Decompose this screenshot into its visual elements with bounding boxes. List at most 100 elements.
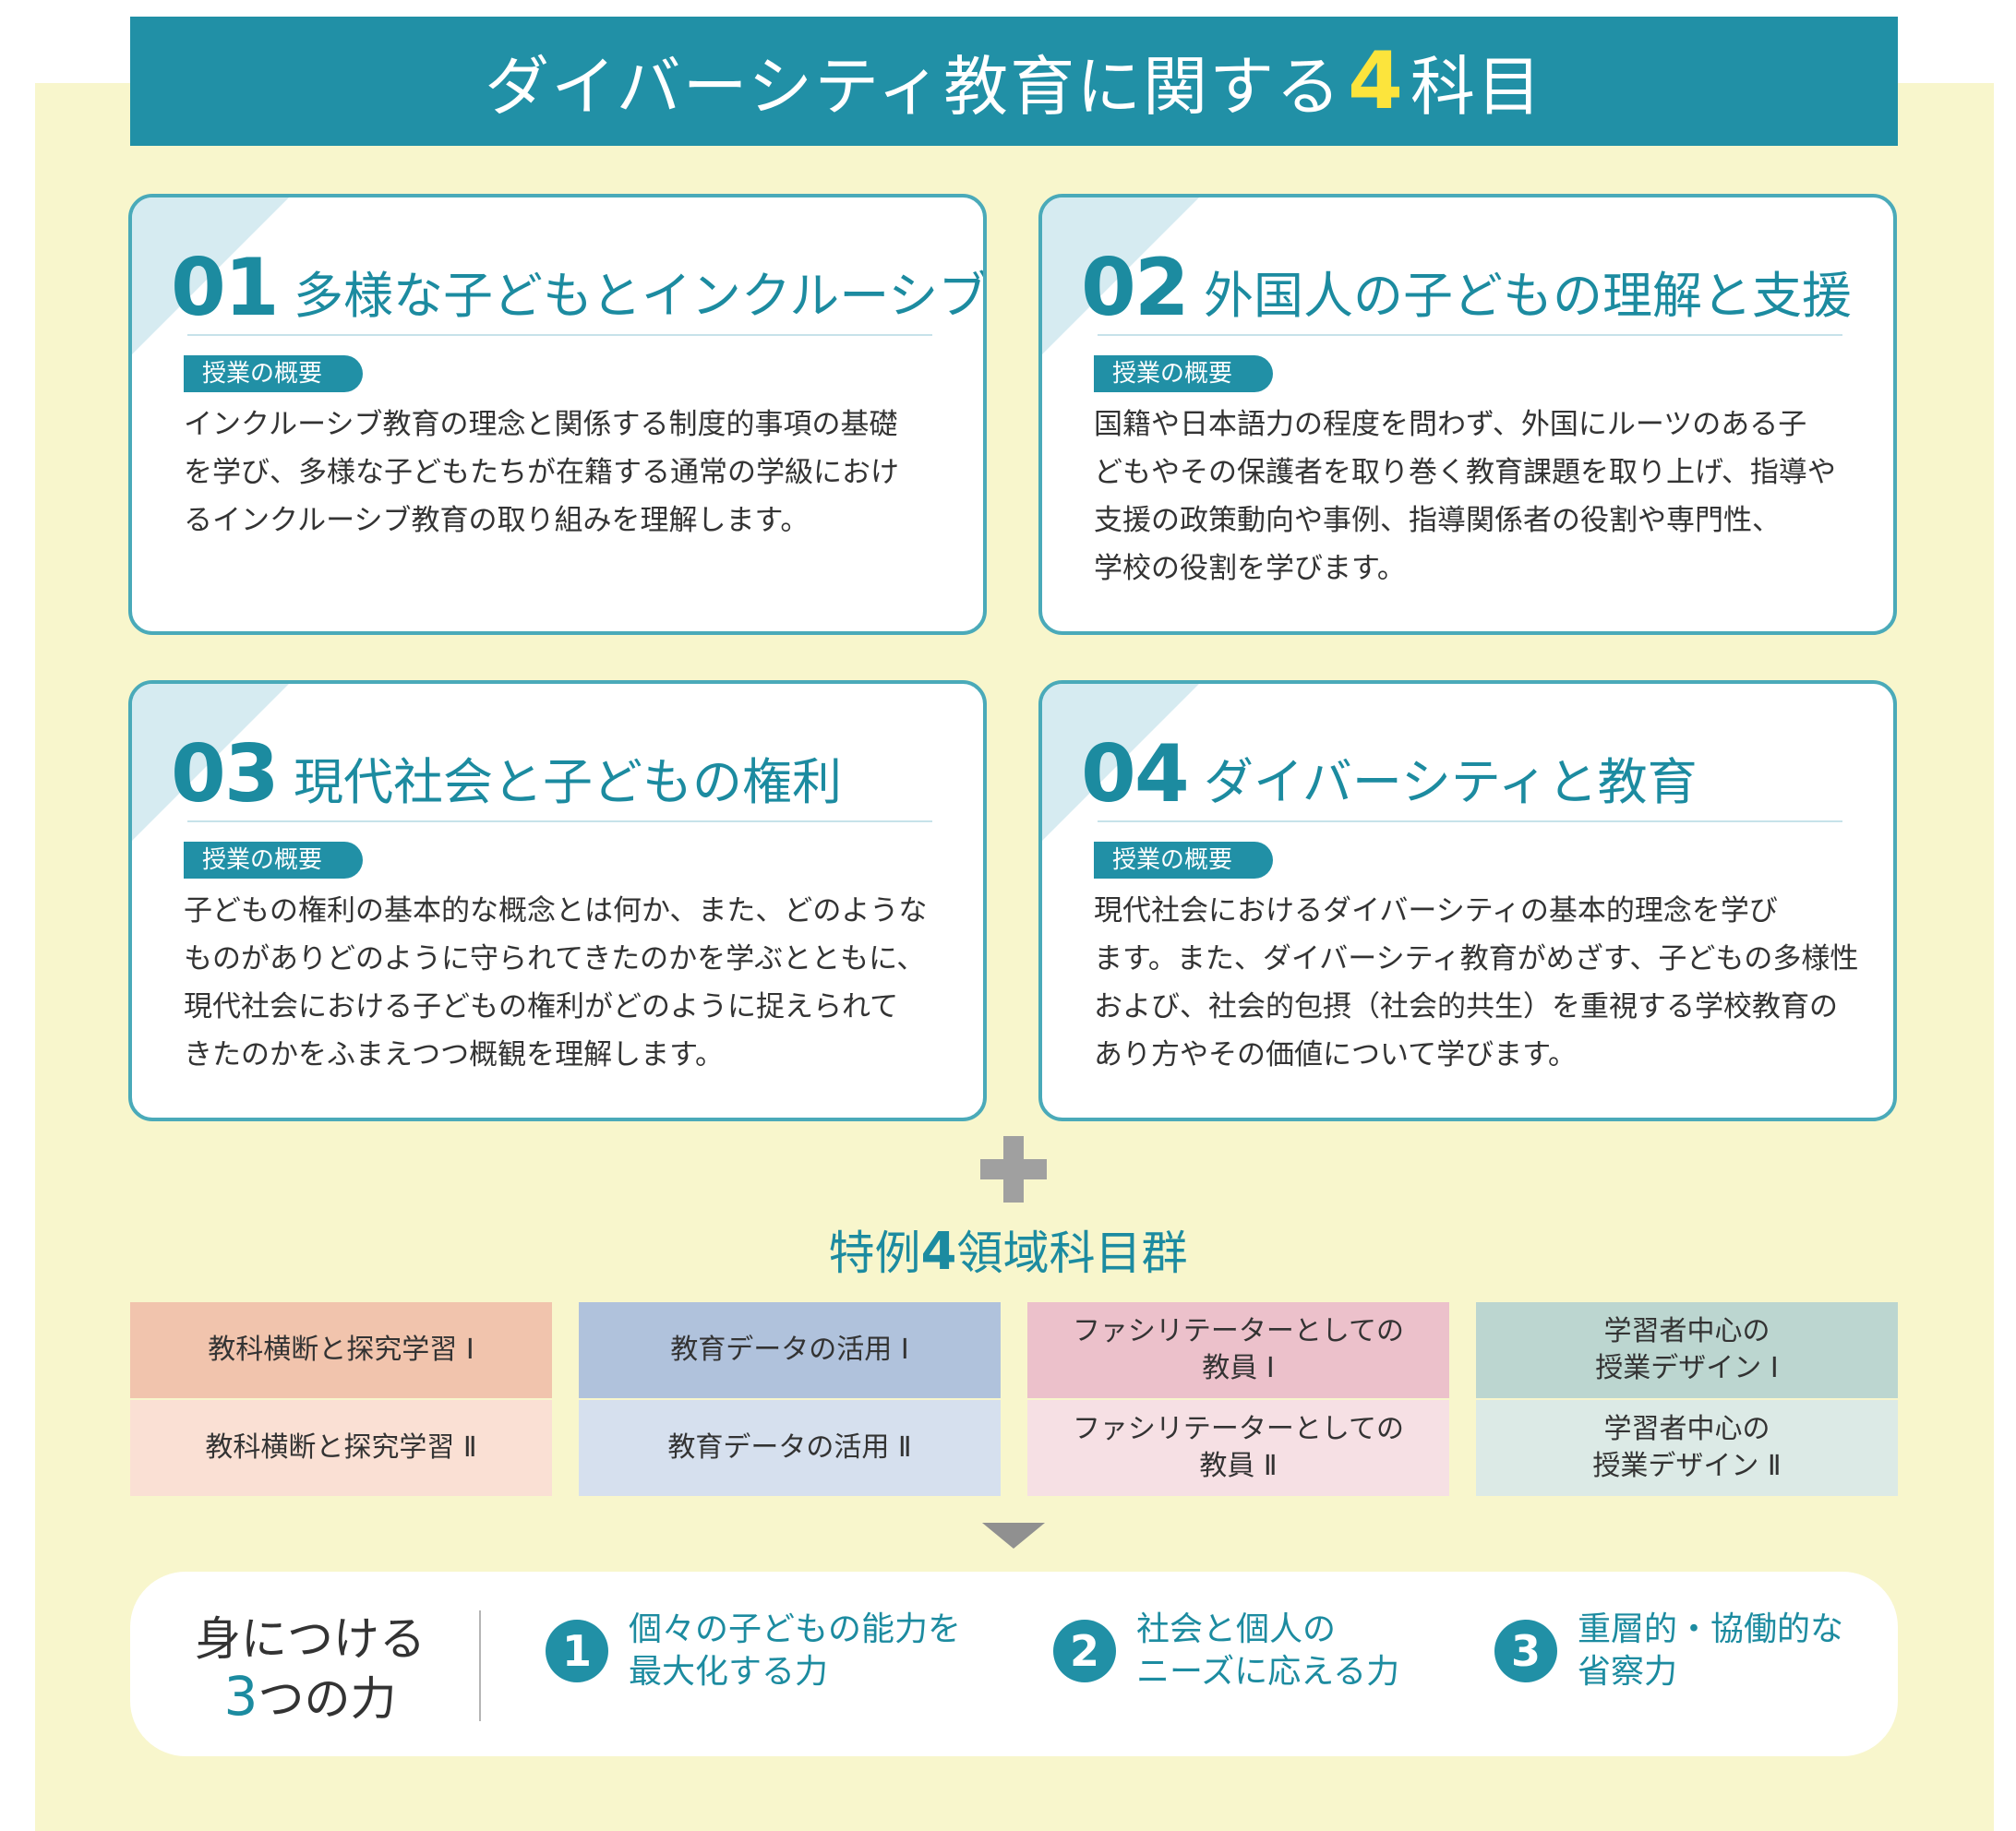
subject-grid: 教科横断と探究学習 Ⅰ 教科横断と探究学習 Ⅱ 教育データの活用 Ⅰ 教育データ… <box>130 1302 1898 1496</box>
subject-line: 学習者中心の <box>1603 1413 1770 1445</box>
ability-line: ニーズに応える力 <box>1136 1653 1400 1691</box>
course-card-03: 03 現代社会と子どもの権利 授業の概要 子どもの権利の基本的な概念とは何か、ま… <box>128 680 987 1121</box>
description-line: 現代社会における子どもの権利がどのように捉えられて <box>184 990 899 1023</box>
abilities-divider <box>479 1610 481 1721</box>
course-description: 国籍や日本語力の程度を問わず、外国にルーツのある子 どもやその保護者を取り巻く教… <box>1094 401 1860 592</box>
number-circle-icon: 2 <box>1053 1620 1116 1682</box>
subject-line: 教員 Ⅰ <box>1202 1352 1275 1384</box>
abilities-label-line2: 3つの力 <box>195 1668 426 1728</box>
card-divider <box>187 334 932 336</box>
card-divider <box>187 820 932 822</box>
ability-text: 重層的・協働的な 省察力 <box>1578 1609 1843 1693</box>
subject-line: 授業デザイン Ⅰ <box>1595 1352 1779 1384</box>
card-divider <box>1098 334 1842 336</box>
ability-item-2: 2 社会と個人の ニーズに応える力 <box>1053 1609 1399 1693</box>
description-line: るインクルーシブ教育の取り組みを理解します。 <box>184 504 810 537</box>
plus-icon <box>1003 1136 1024 1203</box>
abilities-panel: 身につける 3つの力 1 個々の子どもの能力を 最大化する力 2 社会と個人の … <box>130 1572 1898 1756</box>
subject-line: 教育データの活用 Ⅱ <box>667 1431 912 1464</box>
overview-badge: 授業の概要 <box>1094 842 1274 879</box>
description-line: 国籍や日本語力の程度を問わず、外国にルーツのある子 <box>1094 408 1807 441</box>
ability-line: 重層的・協働的な <box>1578 1610 1844 1648</box>
card-corner-decoration <box>132 684 289 841</box>
course-card-02: 02 外国人の子どもの理解と支援 授業の概要 国籍や日本語力の程度を問わず、外国… <box>1038 194 1897 635</box>
description-line: ものがありどのように守られてきたのかを学ぶとともに、 <box>184 942 926 975</box>
abilities-label-number: 3 <box>223 1665 258 1728</box>
course-description: 現代社会におけるダイバーシティの基本的理念を学び ます。また、ダイバーシティ教育… <box>1094 887 1860 1079</box>
subject-column: 教科横断と探究学習 Ⅰ 教科横断と探究学習 Ⅱ <box>130 1302 552 1496</box>
description-line: 子どもの権利の基本的な概念とは何か、また、どのような <box>184 894 928 927</box>
number-circle-icon: 3 <box>1494 1620 1557 1682</box>
card-corner-decoration <box>1042 684 1199 841</box>
title-prefix: ダイバーシティ教育に関する <box>485 48 1343 125</box>
subject-line: 教科横断と探究学習 Ⅱ <box>205 1431 477 1464</box>
subject-line: 学習者中心の <box>1603 1315 1770 1347</box>
ability-line: 省察力 <box>1578 1653 1678 1691</box>
ability-line: 最大化する力 <box>629 1653 829 1691</box>
course-title: 多様な子どもとインクルーシブ教育 <box>294 267 987 325</box>
description-line: あり方やその価値について学びます。 <box>1094 1038 1577 1071</box>
course-number: 02 <box>1081 242 1190 334</box>
group-title-prefix: 特例 <box>828 1227 921 1280</box>
course-number: 04 <box>1081 728 1190 820</box>
number-circle-icon: 1 <box>546 1620 608 1682</box>
subject-line: 教育データの活用 Ⅰ <box>670 1334 909 1366</box>
description-line: 学校の役割を学びます。 <box>1094 552 1406 585</box>
course-description: インクルーシブ教育の理念と関係する制度的事項の基礎 を学び、多様な子どもたちが在… <box>184 401 950 545</box>
course-title: 外国人の子どもの理解と支援 <box>1204 267 1852 325</box>
course-title: 現代社会と子どもの権利 <box>294 753 842 811</box>
subject-line: ファシリテーターとしての <box>1072 1413 1405 1445</box>
overview-badge: 授業の概要 <box>1094 355 1274 392</box>
ability-item-1: 1 個々の子どもの能力を 最大化する力 <box>546 1609 961 1693</box>
description-line: 支援の政策動向や事例、指導関係者の役割や専門性、 <box>1094 504 1781 537</box>
description-line: どもやその保護者を取り巻く教育課題を取り上げ、指導や <box>1094 456 1836 489</box>
subject-line: 授業デザイン Ⅱ <box>1592 1450 1782 1482</box>
subject-cell: 教育データの活用 Ⅰ <box>579 1302 1001 1398</box>
subject-line: 教科横断と探究学習 Ⅰ <box>208 1334 474 1366</box>
title-suffix: 科目 <box>1410 48 1543 125</box>
description-line: きたのかをふまえつつ概観を理解します。 <box>184 1038 724 1071</box>
ability-text: 社会と個人の ニーズに応える力 <box>1136 1609 1399 1693</box>
ability-item-3: 3 重層的・協働的な 省察力 <box>1494 1609 1843 1693</box>
description-line: インクルーシブ教育の理念と関係する制度的事項の基礎 <box>184 408 898 441</box>
subject-line: ファシリテーターとしての <box>1072 1315 1405 1347</box>
course-card-04: 04 ダイバーシティと教育 授業の概要 現代社会におけるダイバーシティの基本的理… <box>1038 680 1897 1121</box>
subject-cell: ファシリテーターとしての 教員 Ⅰ <box>1027 1302 1449 1398</box>
subject-line: 教員 Ⅱ <box>1199 1450 1278 1482</box>
special-group-title: 特例4領域科目群 <box>0 1216 2016 1283</box>
overview-badge: 授業の概要 <box>184 355 364 392</box>
course-card-01: 01 多様な子どもとインクルーシブ教育 授業の概要 インクルーシブ教育の理念と関… <box>128 194 987 635</box>
course-number: 01 <box>171 242 280 334</box>
subject-column: ファシリテーターとしての 教員 Ⅰ ファシリテーターとしての 教員 Ⅱ <box>1027 1302 1449 1496</box>
group-title-number: 4 <box>920 1222 957 1282</box>
course-title: ダイバーシティと教育 <box>1204 753 1698 811</box>
description-line: および、社会的包摂（社会的共生）を重視する学校教育の <box>1094 990 1838 1023</box>
description-line: ます。また、ダイバーシティ教育がめざす、子どもの多様性 <box>1094 942 1859 975</box>
subject-column: 学習者中心の 授業デザイン Ⅰ 学習者中心の 授業デザイン Ⅱ <box>1476 1302 1898 1496</box>
subject-cell: 教科横断と探究学習 Ⅰ <box>130 1302 552 1398</box>
subject-cell: 教科横断と探究学習 Ⅱ <box>130 1400 552 1496</box>
subject-cell: 教育データの活用 Ⅱ <box>579 1400 1001 1496</box>
description-line: を学び、多様な子どもたちが在籍する通常の学級におけ <box>184 456 899 489</box>
course-description: 子どもの権利の基本的な概念とは何か、また、どのような ものがありどのように守られ… <box>184 887 950 1079</box>
subject-cell: 学習者中心の 授業デザイン Ⅱ <box>1476 1400 1898 1496</box>
abilities-label-suffix: つの力 <box>258 1672 397 1726</box>
subject-cell: 学習者中心の 授業デザイン Ⅰ <box>1476 1302 1898 1398</box>
description-line: 現代社会におけるダイバーシティの基本的理念を学び <box>1094 894 1778 927</box>
subject-column: 教育データの活用 Ⅰ 教育データの活用 Ⅱ <box>579 1302 1001 1496</box>
card-corner-decoration <box>1042 197 1199 354</box>
overview-badge: 授業の概要 <box>184 842 364 879</box>
group-title-suffix: 領域科目群 <box>956 1227 1188 1280</box>
ability-line: 個々の子どもの能力を <box>629 1610 962 1648</box>
down-arrow-icon <box>982 1523 1045 1549</box>
course-number: 03 <box>171 728 280 820</box>
subject-cell: ファシリテーターとしての 教員 Ⅱ <box>1027 1400 1449 1496</box>
ability-text: 個々の子どもの能力を 最大化する力 <box>629 1609 961 1693</box>
card-divider <box>1098 820 1842 822</box>
ability-line: 社会と個人の <box>1136 1610 1337 1648</box>
title-number: 4 <box>1348 35 1405 127</box>
card-corner-decoration <box>132 197 289 354</box>
abilities-label-line1: 身につける <box>195 1612 426 1666</box>
abilities-label: 身につける 3つの力 <box>195 1610 426 1728</box>
